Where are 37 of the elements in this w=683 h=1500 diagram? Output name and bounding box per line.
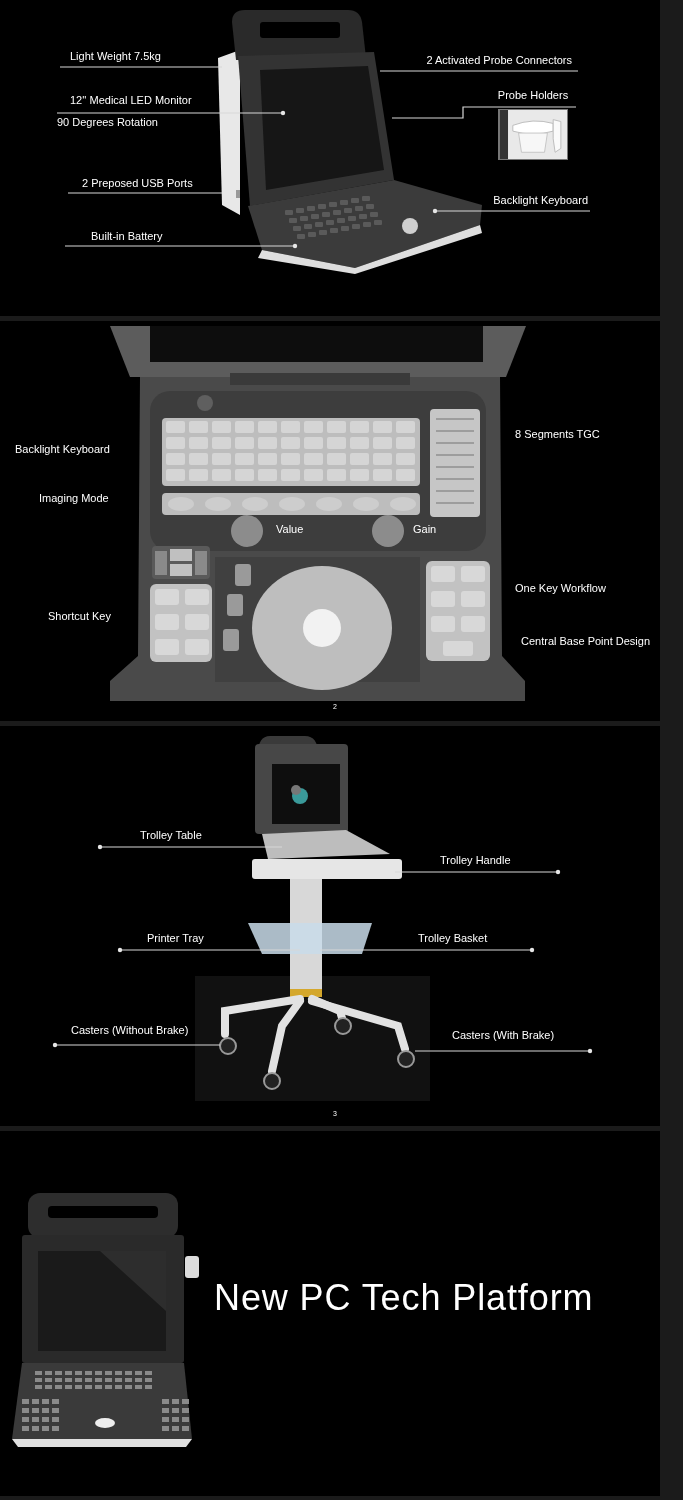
callout-label: Backlight Keyboard bbox=[435, 193, 590, 211]
leader-line bbox=[432, 208, 591, 214]
callout-label: Probe Holders bbox=[496, 88, 570, 102]
callout-label: Built-in Battery bbox=[65, 229, 230, 246]
callout-label: Trolley Basket bbox=[320, 931, 532, 950]
callout-label: 2 Preposed USB Ports bbox=[68, 176, 222, 193]
feature-label: Backlight Keyboard bbox=[15, 443, 110, 457]
leader-line bbox=[117, 947, 301, 953]
leader-line bbox=[52, 1042, 221, 1048]
feature-label: Value bbox=[276, 523, 304, 537]
callout-label: 12'' Medical LED Monitor bbox=[57, 93, 232, 113]
callout-label: Trolley Table bbox=[100, 828, 282, 847]
callout-label: Casters (Without Brake) bbox=[55, 1023, 220, 1045]
callout-label: Casters (With Brake) bbox=[415, 1028, 590, 1051]
feature-label: One Key Workflow bbox=[515, 582, 606, 596]
leader-line bbox=[64, 243, 298, 249]
leader-line bbox=[414, 1048, 593, 1054]
feature-label: Shortcut Key bbox=[48, 610, 111, 624]
feature-label: New PC Tech Platform bbox=[214, 1276, 594, 1320]
callout-label: 2 Activated Probe Connectors bbox=[380, 53, 578, 71]
leader-line bbox=[67, 192, 223, 194]
feature-label: 8 Segments TGC bbox=[515, 428, 600, 442]
feature-label: Imaging Mode bbox=[39, 492, 109, 506]
leader-line bbox=[319, 947, 535, 953]
callout-label: Printer Tray bbox=[120, 931, 300, 950]
leader-line bbox=[56, 110, 286, 116]
callout-label: Trolley Handle bbox=[395, 853, 558, 872]
leader-line bbox=[97, 844, 283, 850]
leader-line bbox=[59, 66, 223, 68]
feature-label: Central Base Point Design bbox=[521, 635, 650, 649]
leader-line bbox=[391, 106, 577, 119]
leader-line bbox=[394, 869, 561, 875]
feature-label: Gain bbox=[413, 523, 437, 537]
probe-holder-photo bbox=[498, 109, 568, 160]
leader-line bbox=[379, 70, 579, 72]
feature-label: 90 Degrees Rotation bbox=[57, 116, 158, 130]
callout-label: Light Weight 7.5kg bbox=[60, 49, 222, 67]
